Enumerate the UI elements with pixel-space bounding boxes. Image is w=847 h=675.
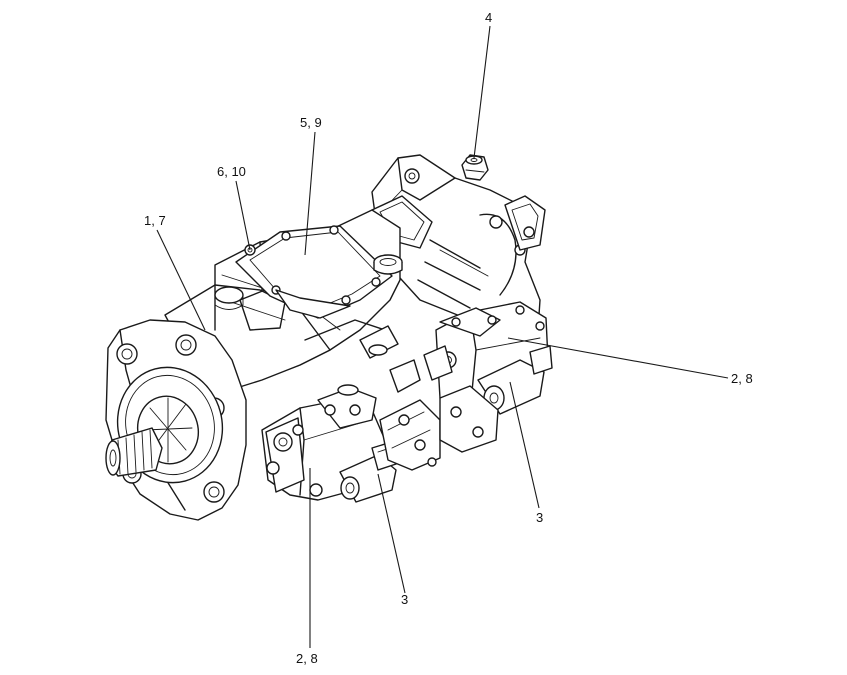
- front-mounting-flange: [105, 319, 247, 521]
- leader-line-3-lower: [377, 473, 406, 594]
- leader-line-5-9: [304, 131, 316, 256]
- leader-line-2-8-right: [507, 337, 729, 379]
- leader-line-3-right: [509, 381, 540, 509]
- leader-lines: [156, 25, 729, 648]
- callout-labels: 1, 7 6, 10 5, 9 4 2, 8 3 3 2, 8: [144, 10, 753, 666]
- callout-2-8-lower: 2, 8: [296, 651, 318, 666]
- callout-1-7: 1, 7: [144, 213, 166, 228]
- top-plug-cap: [373, 254, 403, 275]
- central-valve-block: [359, 325, 441, 471]
- leader-line-4: [473, 25, 491, 159]
- leader-line-1-7: [156, 229, 206, 331]
- callout-4: 4: [485, 10, 492, 25]
- callout-5-9: 5, 9: [300, 115, 322, 130]
- callout-3-lower: 3: [401, 592, 408, 607]
- callout-2-8-right: 2, 8: [731, 371, 753, 386]
- top-cover-plate: [235, 225, 393, 319]
- port-plug-fitting: [461, 154, 489, 181]
- leader-line-6-10: [235, 180, 251, 251]
- splined-drive-shaft: [105, 427, 163, 477]
- callout-6-10: 6, 10: [217, 164, 246, 179]
- callout-3-right: 3: [536, 510, 543, 525]
